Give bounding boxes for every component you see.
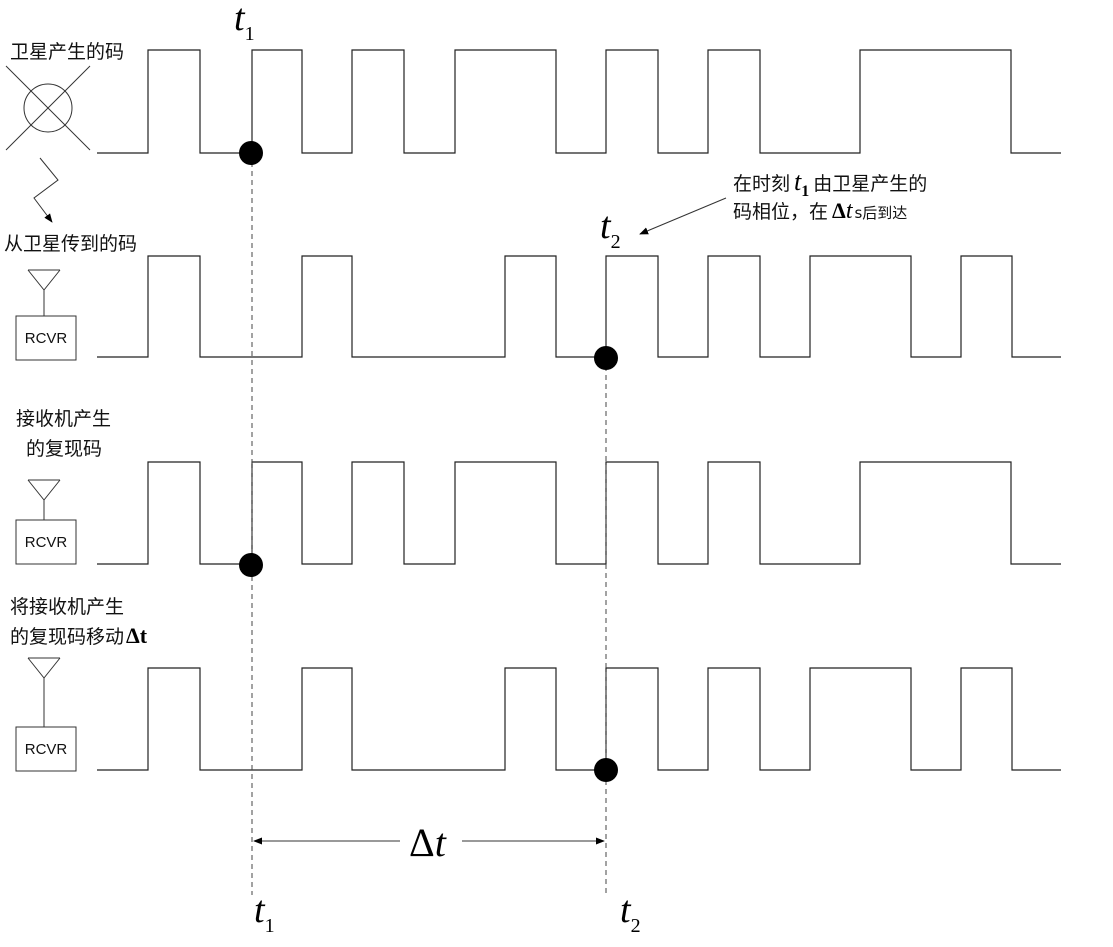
signal-bolt-icon (33, 157, 59, 223)
delta-t-label: Δt (409, 820, 447, 865)
row4-label-line1: 将接收机产生 (10, 596, 124, 618)
shifted-replica-waveform (97, 667, 1061, 771)
t2-bottom-label: t2 (620, 889, 641, 937)
rcvr-label: RCVR (25, 534, 68, 551)
row1-label: 卫星产生的码 (10, 41, 124, 63)
satellite-code-waveform (97, 49, 1061, 154)
row4-label-line2: 的复现码移动Δt (10, 623, 148, 648)
t2-marker-shifted (594, 758, 618, 782)
antenna-icon: RCVR (15, 479, 77, 565)
t1-top-label: t1 (234, 0, 255, 45)
antenna-icon: RCVR (15, 657, 77, 772)
rcvr-label: RCVR (25, 330, 68, 347)
row3-label-line2: 的复现码 (26, 438, 102, 460)
annotation-arrow (639, 197, 727, 235)
antenna-icon: RCVR (15, 269, 77, 361)
satellite-icon (5, 65, 91, 151)
row2-label: 从卫星传到的码 (4, 233, 137, 255)
t2-mid-label: t2 (600, 205, 621, 253)
t1-marker-satellite (239, 141, 263, 165)
row3-label-line1: 接收机产生 (16, 408, 111, 430)
t2-marker-received (594, 346, 618, 370)
replica-code-waveform (97, 461, 1061, 565)
t1-marker-replica (239, 553, 263, 577)
t1-bottom-label: t1 (254, 889, 275, 937)
rcvr-label: RCVR (25, 741, 68, 758)
received-code-waveform (97, 255, 1061, 358)
